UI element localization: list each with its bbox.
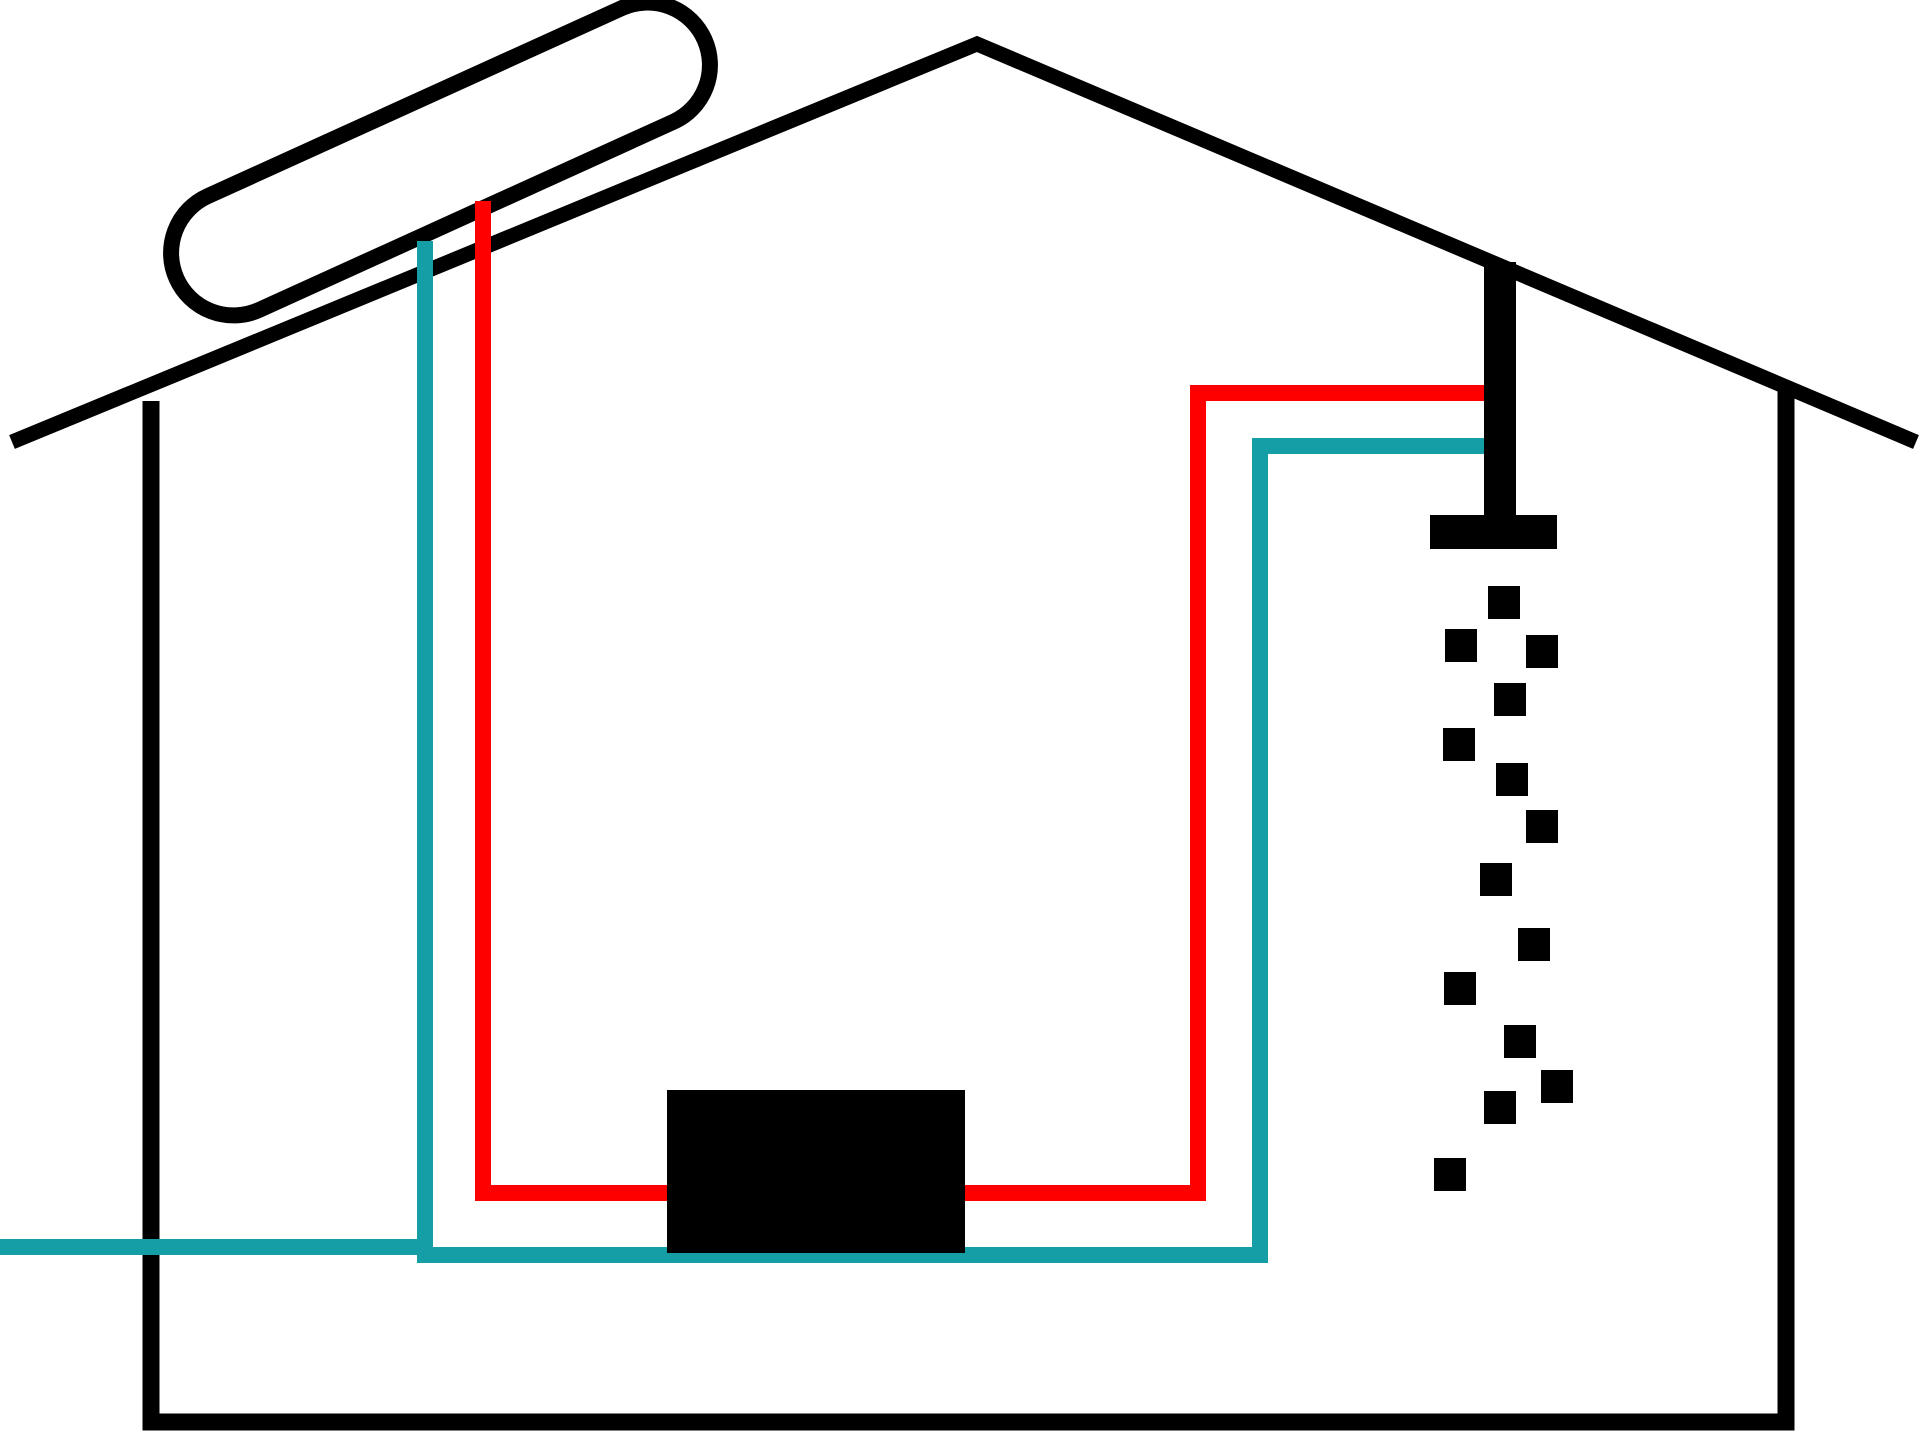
- shower-head: [1430, 515, 1557, 549]
- water-drop: [1504, 1025, 1536, 1058]
- water-drop: [1496, 763, 1528, 796]
- water-drop: [1518, 928, 1550, 961]
- solar-collector-outline: [163, 0, 718, 324]
- hot-water-pipe: [475, 201, 1484, 1201]
- house-roof: [9, 35, 1919, 449]
- shower: [1430, 262, 1557, 549]
- water-drop: [1434, 1158, 1466, 1191]
- water-drop: [1488, 586, 1520, 619]
- water-drop: [1494, 683, 1526, 716]
- water-drop: [1443, 728, 1475, 761]
- water-drop: [1526, 810, 1558, 843]
- shower-pipe: [1484, 262, 1516, 530]
- house-walls: [142, 388, 1795, 1431]
- water-drop: [1445, 629, 1477, 662]
- solar-collector: [163, 0, 718, 324]
- water-drop: [1526, 635, 1558, 668]
- water-drop: [1484, 1091, 1516, 1124]
- cold-water-pipe: [0, 241, 1484, 1263]
- water-drop: [1444, 972, 1476, 1005]
- water-drop: [1480, 863, 1512, 896]
- water-drop: [1541, 1070, 1573, 1103]
- storage-tank: [667, 1090, 965, 1253]
- water-drops: [1434, 586, 1573, 1191]
